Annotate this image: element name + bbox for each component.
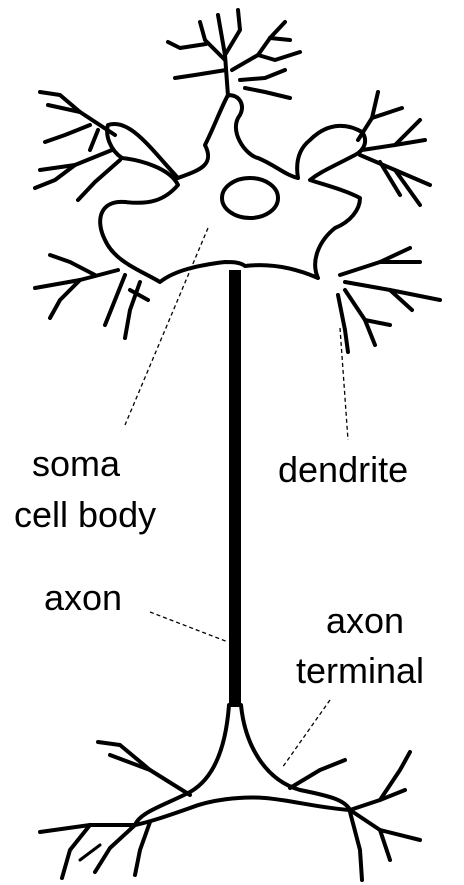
axon-label: axon: [44, 577, 122, 618]
dendrite-branches-top: [168, 10, 300, 98]
axon-terminal-label-line1: axon: [326, 600, 404, 641]
soma-label: soma: [32, 443, 121, 484]
axon-terminal-outline: [135, 705, 350, 825]
dendrite-branches-right-upper: [358, 92, 430, 205]
axon-terminal-leader-line: [282, 700, 330, 768]
axon-terminal-label-line2: terminal: [296, 650, 424, 691]
axon-shaft: [229, 270, 241, 706]
dendrite-label: dendrite: [278, 449, 408, 490]
nucleus: [222, 178, 278, 218]
axon-leader-line: [150, 612, 228, 642]
dendrite-branches-left-upper: [35, 92, 120, 200]
dendrite-branches-right-lower: [338, 248, 440, 352]
cell-body-label: cell body: [14, 494, 156, 535]
